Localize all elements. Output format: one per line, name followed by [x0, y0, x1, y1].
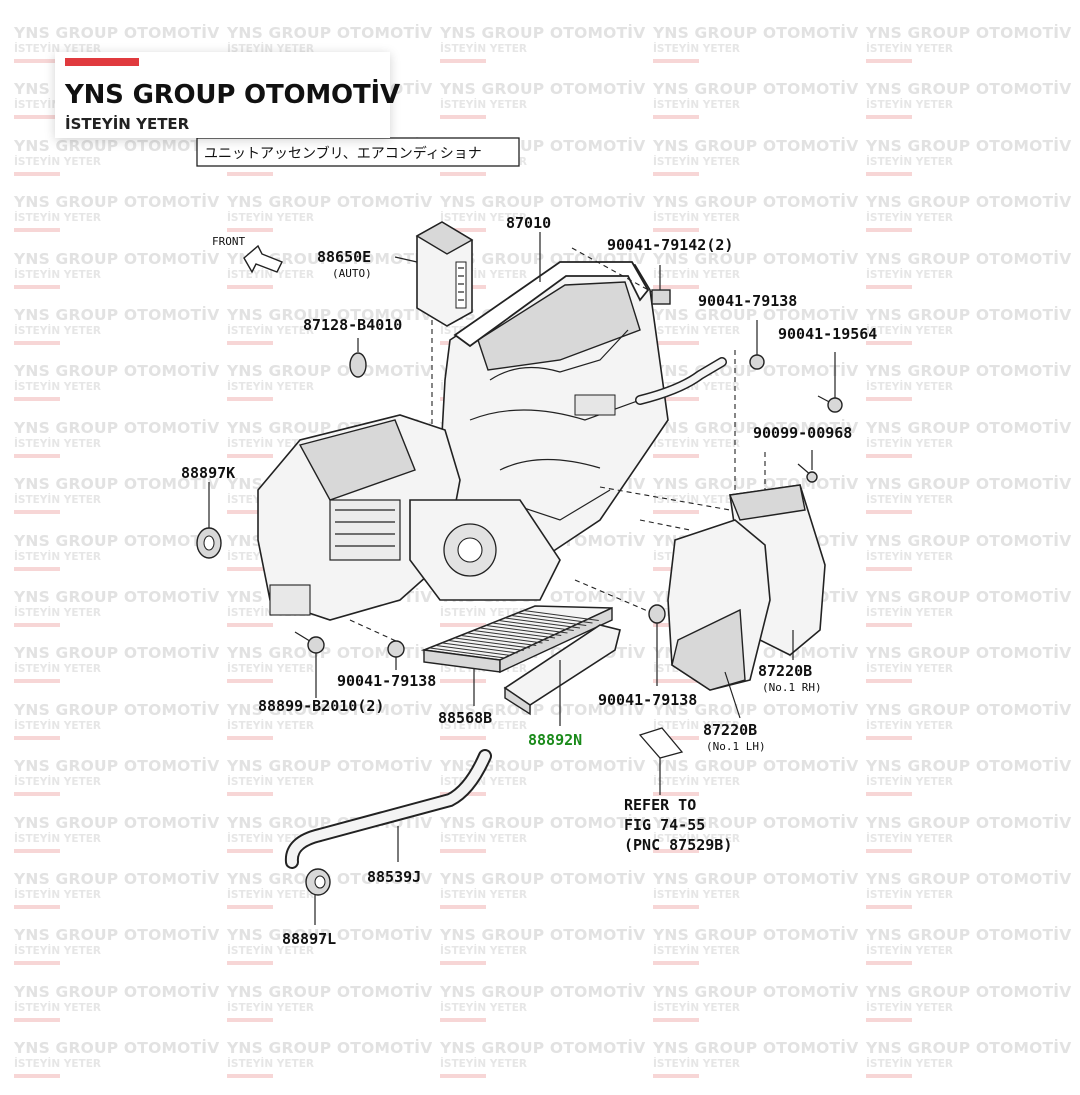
label-90041-79138-right: 90041-79138 — [598, 691, 697, 709]
clip-87128-B4010 — [349, 338, 367, 378]
grommet-88897L — [305, 868, 331, 925]
filter-pleat-line — [486, 625, 562, 636]
duct-87220B-rh — [729, 484, 826, 660]
front-label: FRONT — [212, 235, 245, 248]
brand-name: YNS GROUP OTOMOTİV — [65, 80, 400, 110]
label-90099-00968: 90099-00968 — [753, 424, 852, 442]
label-87128-B4010: 87128-B4010 — [303, 316, 402, 334]
filter-pleat-line — [517, 612, 593, 624]
brand-slogan: İSTEYİN YETER — [65, 115, 190, 133]
label-88897K: 88897K — [181, 464, 235, 482]
filter-pleat-line — [523, 610, 599, 621]
filter-pleat-line — [504, 617, 581, 629]
label-88892N: 88892N — [528, 731, 582, 749]
filter-pleat-line — [498, 620, 574, 631]
ecu-module-88650E — [415, 221, 474, 327]
brand-logo-card: YNS GROUP OTOMOTİV İSTEYİN YETER — [55, 52, 400, 138]
screw-90041-19564 — [817, 352, 843, 413]
filter-pleat-line — [436, 645, 512, 656]
clip-90041-79142 — [651, 265, 671, 305]
label-88650E: 88650E — [317, 248, 371, 266]
label-refer-line2: FIG 74-55 — [624, 816, 705, 834]
label-87220B-rh: 87220B — [758, 662, 812, 680]
label-88650E-sub: (AUTO) — [332, 267, 372, 280]
filter-pleat-line — [454, 637, 531, 649]
filter-pleat-line — [479, 627, 556, 639]
label-88899-B2010: 88899-B2010(2) — [258, 697, 384, 715]
label-90041-79142: 90041-79142(2) — [607, 236, 733, 254]
filter-pleat-line — [442, 642, 518, 654]
refer-tag — [638, 727, 684, 795]
filter-pleat-line — [448, 640, 524, 651]
filter-pleat-line — [467, 632, 543, 644]
label-refer-line3: (PNC 87529B) — [624, 836, 732, 854]
label-87220B-lh: 87220B — [703, 721, 757, 739]
header-box — [196, 137, 520, 167]
cover-88892N — [503, 624, 621, 726]
front-arrow-icon — [243, 244, 283, 274]
label-90041-79138-top: 90041-79138 — [698, 292, 797, 310]
filter-pleat-line — [492, 622, 568, 634]
label-88897L: 88897L — [282, 930, 336, 948]
screw-90041-79138-top — [749, 320, 765, 370]
filter-pleat-line — [473, 630, 549, 641]
label-88539J: 88539J — [367, 868, 421, 886]
label-90041-79138-left: 90041-79138 — [337, 672, 436, 690]
screw-90041-79138-right — [648, 604, 666, 686]
header-jp-text: ユニットアッセンブリ、エアコンディショナ — [204, 145, 482, 162]
label-87220B-lh-sub: (No.1 LH) — [706, 740, 766, 753]
filter-pleat-line — [429, 647, 506, 659]
filter-pleat-line — [461, 635, 537, 646]
grommet-88897K — [196, 482, 222, 559]
label-88568B: 88568B — [438, 709, 492, 727]
screw-90099-00968 — [797, 450, 818, 483]
drain-hose-88539J — [284, 749, 492, 869]
blower-unit — [257, 414, 561, 621]
label-87220B-rh-sub: (No.1 RH) — [762, 681, 822, 694]
duct-87220B-lh — [667, 519, 771, 719]
filter-pleats — [429, 610, 599, 659]
filter-pleat-line — [511, 615, 587, 626]
label-refer-line1: REFER TO — [624, 796, 696, 814]
label-90041-19564: 90041-19564 — [778, 325, 877, 343]
screw-90041-79138-left — [387, 640, 405, 670]
brand-accent-bar — [65, 58, 139, 66]
screw-88899-B2010 — [294, 631, 325, 698]
label-87010: 87010 — [506, 214, 551, 232]
